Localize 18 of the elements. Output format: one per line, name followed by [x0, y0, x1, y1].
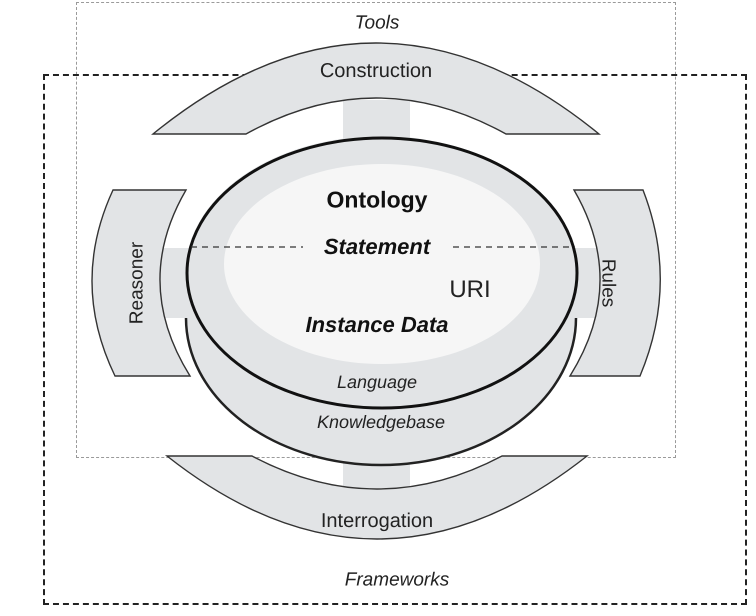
- ellipse-label: Statement: [324, 236, 430, 258]
- band-label: Rules: [598, 258, 618, 308]
- frame-label: Frameworks: [344, 570, 450, 590]
- arc-band: [566, 188, 662, 378]
- band-label: Construction: [320, 61, 432, 81]
- ellipse-label: URI: [449, 278, 491, 302]
- ellipse-label: Knowledgebase: [316, 413, 446, 431]
- arc-band: [90, 188, 190, 378]
- frame-label: Tools: [354, 14, 400, 32]
- arc-band: [151, 41, 601, 136]
- ellipse-label: Ontology: [326, 188, 428, 212]
- layer-ellipse: [183, 134, 580, 468]
- arc-band: [165, 454, 589, 542]
- ellipse-label: Language: [336, 373, 418, 391]
- band-label: Interrogation: [320, 511, 434, 531]
- dashed-frame: [76, 2, 676, 458]
- ellipse-label: Instance Data: [305, 314, 449, 336]
- band-label: Reasoner: [128, 242, 146, 324]
